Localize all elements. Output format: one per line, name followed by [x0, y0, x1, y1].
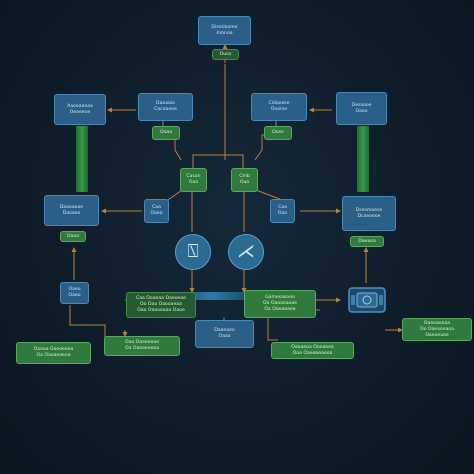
node-label-line: Aaooaaeaa	[67, 103, 93, 109]
node-label-line: Daeaoa	[358, 238, 376, 244]
wire-mc1-c1	[167, 189, 183, 201]
node-mr-sub[interactable]: Daeaoa	[350, 236, 384, 247]
node-label-line: Oaa Oaeoeaaa Oaoe	[137, 308, 185, 313]
node-label-line: Oo Oaaaoaoae	[262, 301, 298, 306]
node-label-line: Dsesmoese	[355, 207, 383, 213]
node-l2-sub[interactable]: Ooaa	[152, 126, 180, 140]
node-label-line: Oa Oaeaeaea	[264, 307, 296, 312]
node-label-line: Oaa	[277, 211, 288, 216]
node-label-line: Casan	[186, 174, 201, 179]
wire-top-split	[192, 154, 244, 172]
node-label-line: Daoaaio	[156, 101, 175, 106]
node-label-line: Oaaa	[218, 334, 231, 339]
circle-right[interactable]: ⋌	[228, 234, 264, 270]
node-label-line: Oaea	[150, 211, 163, 216]
node-label-line: Oaaa	[66, 233, 80, 239]
wire-mc2-c2	[255, 189, 283, 201]
node-label-line: Dcaeoeoe	[357, 213, 381, 219]
node-label-line: Oaao	[68, 293, 81, 298]
node-label-line: Oo Oaeaoeaoa	[419, 326, 455, 332]
node-label-line: Oaoaeoa Oaeaoea	[291, 344, 334, 350]
node-label-line: Oa Oaoaeaeoa	[36, 353, 71, 358]
node-label-line: Oaoo	[355, 108, 368, 114]
node-label-line: Oaeoaoeaa	[423, 320, 451, 326]
node-label-line: Ovorse	[270, 107, 288, 112]
server-device-icon	[348, 285, 386, 315]
glow-bar-mid	[176, 292, 246, 300]
wave-icon: ⋌	[237, 241, 255, 262]
node-label-line: Gamesasoeo	[265, 295, 295, 300]
node-label-line: Oaa Oaeoaeaeoa	[292, 350, 333, 356]
node-label-line: Oaeo	[68, 287, 81, 292]
node-label-line: Oaa	[188, 180, 199, 185]
node-label-line: Caa	[152, 205, 161, 210]
node-top-sub[interactable]: Ouso	[212, 49, 239, 60]
node-label-line: Disssleome	[211, 24, 238, 30]
node-label-line: Daaoaooe	[59, 204, 84, 210]
node-label-line: Ooes	[272, 130, 284, 135]
node-label-line: Oaeoeaae	[425, 332, 449, 338]
wire-br-b3	[267, 318, 278, 341]
node-ml-sub[interactable]: Oaaa	[60, 231, 86, 242]
node-label-line: Ouso	[219, 51, 232, 57]
node-label-line: Caa	[278, 205, 287, 210]
node-label-line: Cidaease	[268, 101, 290, 106]
node-label-line: Oaa Oaeoeoae	[124, 340, 160, 345]
node-label-line: Caa Ooaeaa Oaeoeae	[136, 296, 186, 301]
circle-left[interactable]: ⍂	[175, 234, 211, 270]
node-r2-sub[interactable]: Ooes	[264, 126, 292, 140]
circle-symbol-icon: ⍂	[187, 241, 199, 262]
wire-ll-b1	[69, 305, 106, 345]
node-label-line: Desaaoe	[351, 102, 372, 108]
node-label-line: Ooaa	[159, 130, 173, 135]
node-label-line: Oaeaa Oaeoeaea	[33, 347, 74, 352]
node-label-line: Amnoa	[216, 30, 233, 36]
node-label-line: Daoaeo	[62, 210, 81, 216]
glow-bar-right	[357, 126, 369, 192]
glow-bar-left	[76, 126, 88, 192]
node-label-line: Daaeaeo	[214, 328, 235, 333]
node-label-line: Oaa	[239, 180, 250, 185]
node-label-line: Caceaeee	[154, 107, 177, 112]
node-label-line: Oo Oao Oaooaeaa	[140, 302, 182, 307]
node-label-line: Cmb	[239, 174, 250, 179]
node-label-line: Oeaeeoe	[69, 109, 91, 115]
node-label-line: Oa Oaeaeoeoa	[124, 346, 160, 351]
